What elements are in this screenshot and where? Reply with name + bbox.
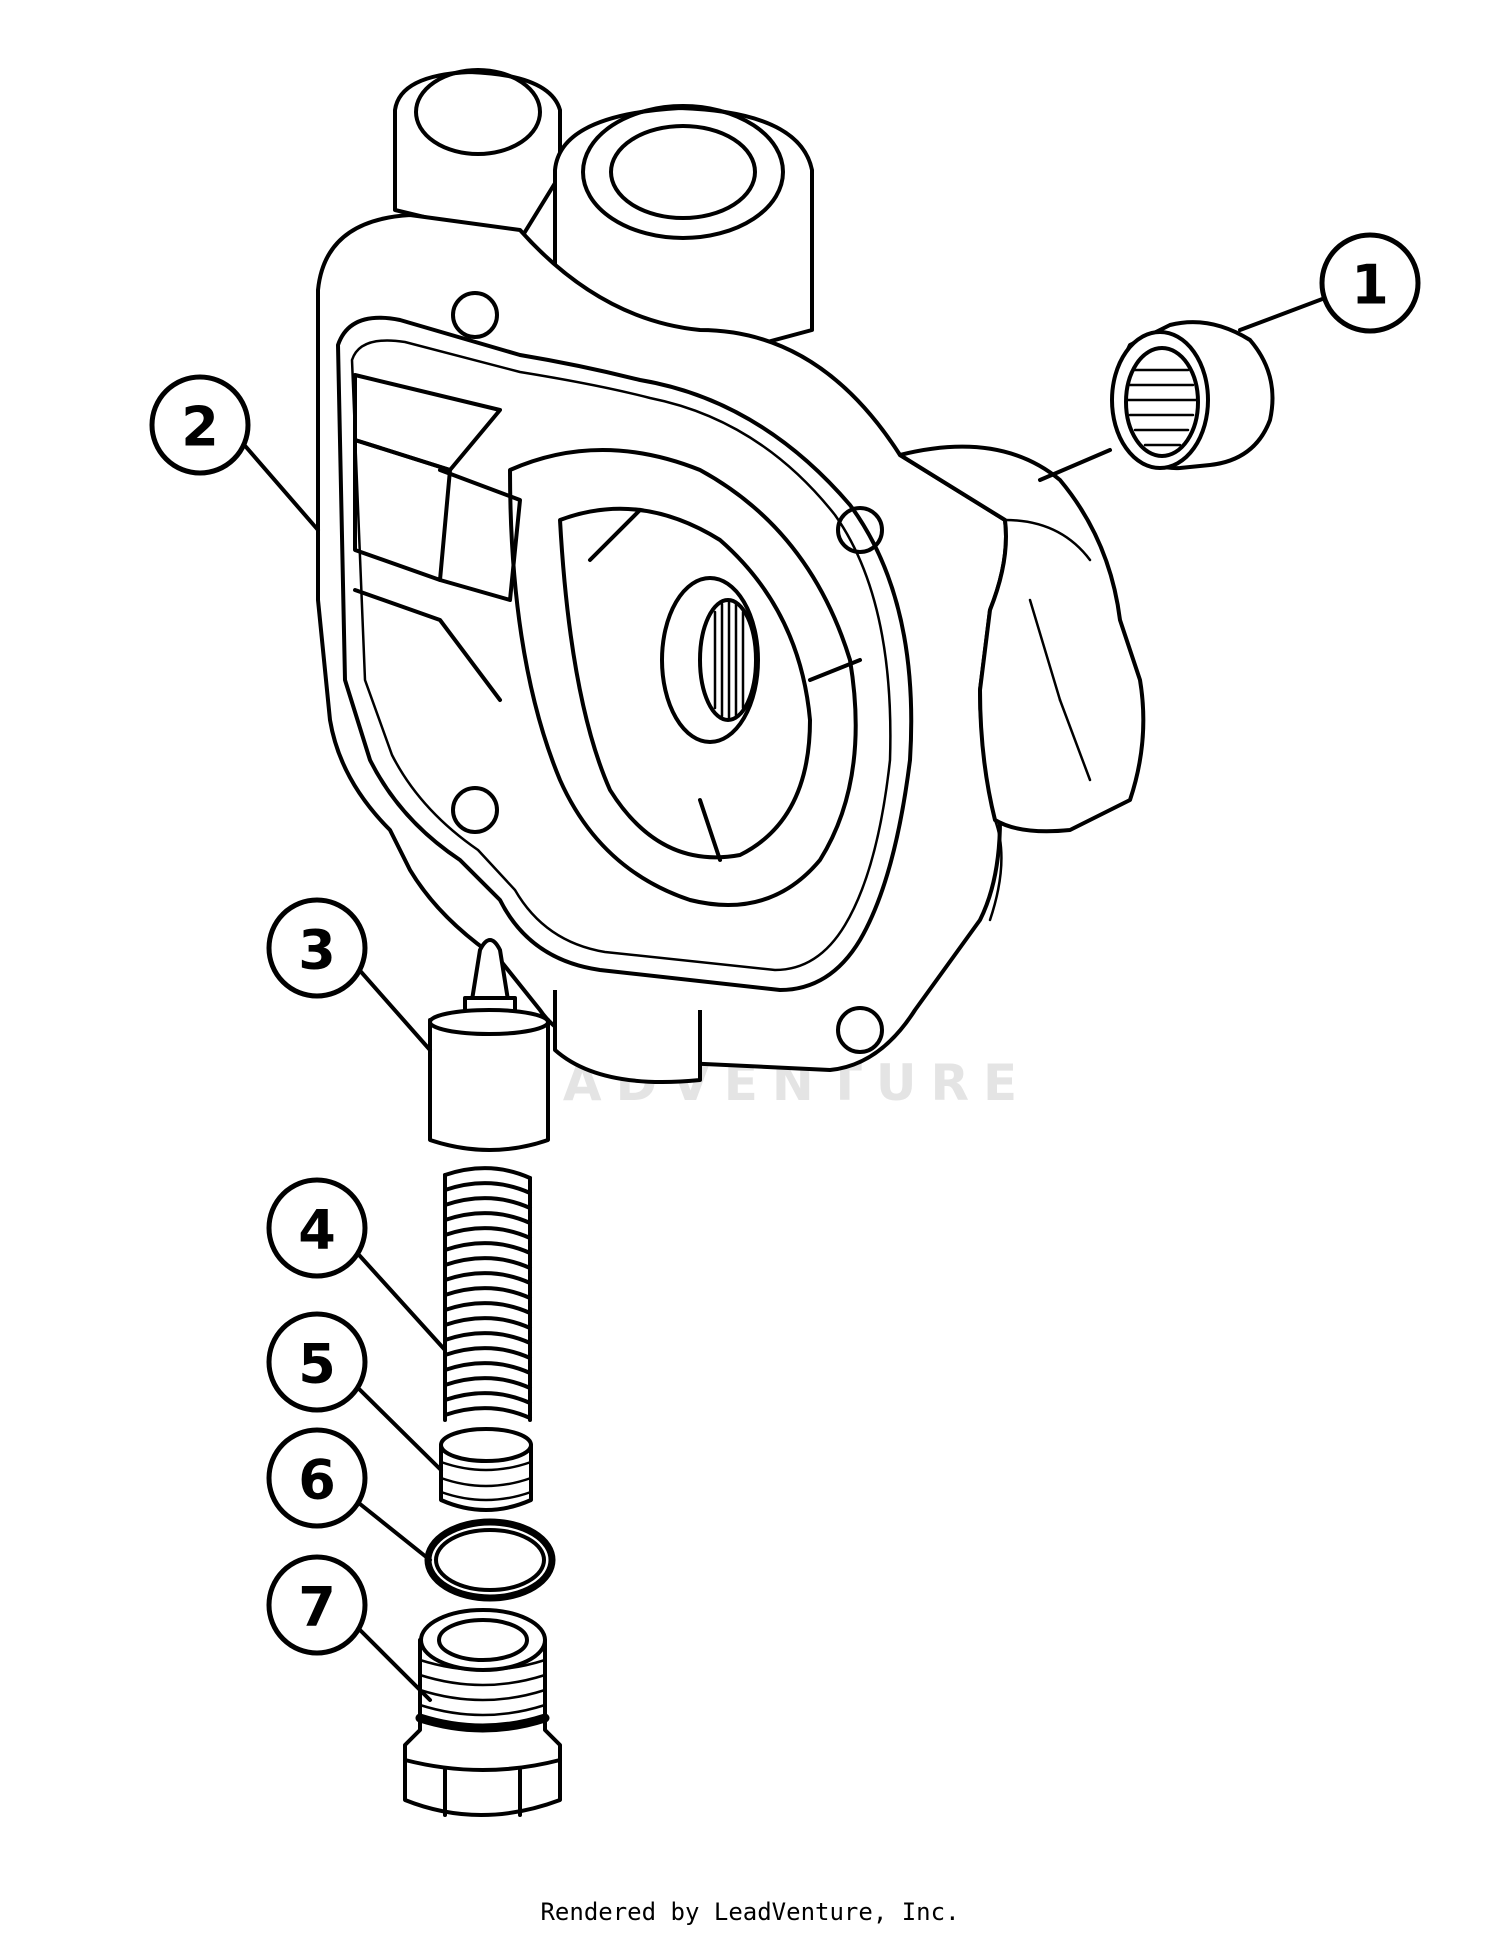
- callout-7-label: 7: [298, 1576, 336, 1639]
- callout-2-label: 2: [181, 396, 219, 459]
- callout-5-label: 5: [298, 1333, 336, 1396]
- callout-4[interactable]: 4: [266, 1177, 447, 1352]
- callout-1[interactable]: 1: [1238, 232, 1421, 334]
- callout-5[interactable]: 5: [266, 1311, 443, 1472]
- part-1-needle-bearing[interactable]: [1038, 320, 1275, 482]
- part-7-plug[interactable]: [403, 1608, 562, 1817]
- part-5-retainer[interactable]: [439, 1427, 533, 1512]
- part-6-o-ring[interactable]: [424, 1518, 556, 1602]
- callout-4-label: 4: [298, 1199, 336, 1262]
- callout-2[interactable]: 2: [149, 374, 320, 532]
- part-2-housing[interactable]: [316, 68, 1146, 1084]
- callout-6[interactable]: 6: [266, 1427, 432, 1562]
- callout-3[interactable]: 3: [266, 897, 432, 1052]
- footer-credit: Rendered by LeadVenture, Inc.: [540, 1898, 959, 1926]
- part-4-spring[interactable]: [443, 1166, 532, 1422]
- callout-6-label: 6: [298, 1449, 336, 1512]
- callout-7[interactable]: 7: [266, 1554, 432, 1702]
- needle-bearing-pattern: [1126, 368, 1198, 447]
- part-3-valve-plunger[interactable]: [428, 938, 550, 1152]
- callout-1-label: 1: [1351, 254, 1389, 317]
- callout-3-label: 3: [298, 919, 336, 982]
- needle-bearing-pattern-housing: [713, 598, 745, 722]
